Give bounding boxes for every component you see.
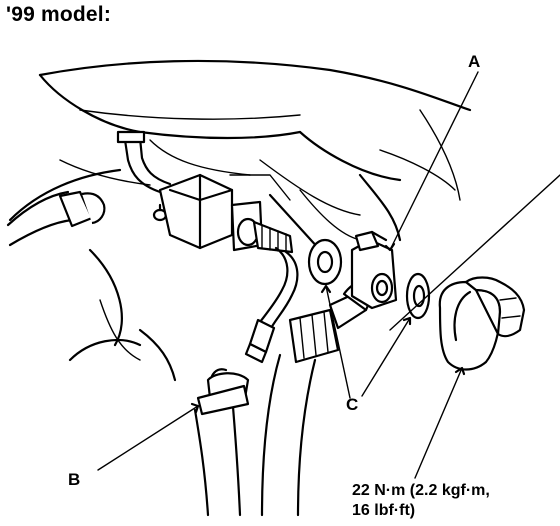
- hex-fitting: [158, 173, 294, 254]
- callout-c-label: C: [346, 395, 359, 414]
- washer-left: [307, 238, 343, 286]
- callout-b-label: B: [68, 470, 81, 489]
- bent-pipe: [244, 246, 299, 364]
- leader-lines: [97, 71, 560, 479]
- torque-spec-line1: 22 N·m (2.2 kgf·m,: [352, 482, 490, 499]
- model-heading: '99 model:: [6, 3, 112, 26]
- engine-body-contours: [8, 59, 472, 382]
- upper-pipe: [116, 130, 172, 194]
- torque-spec-line2: 16 lbf·ft): [352, 502, 416, 519]
- callout-a-label: A: [468, 52, 481, 71]
- banjo-bolt: [438, 276, 526, 371]
- left-hose: [6, 190, 168, 247]
- banjo-fitting: [350, 230, 398, 310]
- hose-b: [193, 368, 250, 517]
